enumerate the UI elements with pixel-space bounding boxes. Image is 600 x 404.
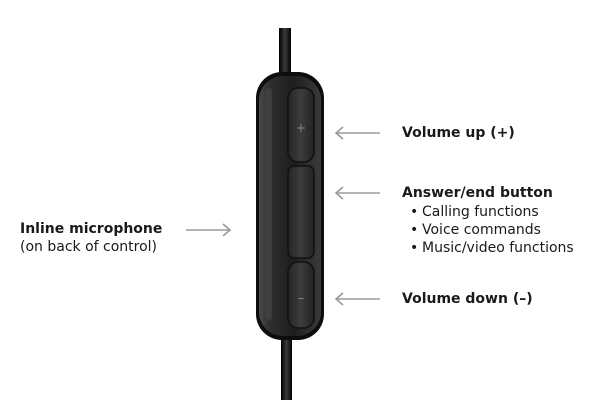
arrow-volume-down-icon [334,292,380,306]
arrow-microphone-icon [186,223,232,237]
answer-end-button[interactable] [287,165,315,259]
minus-icon: – [298,291,304,305]
plus-icon: + [296,121,306,135]
volume-down-label: Volume down (–) [402,291,533,307]
feature-item: Voice commands [410,221,574,239]
button-strip: + – [287,87,315,329]
feature-item: Music/video functions [410,239,574,257]
cable-bottom [281,330,292,400]
answer-end-label: Answer/end button [402,185,553,201]
arrow-volume-up-icon [334,126,380,140]
volume-up-label: Volume up (+) [402,125,515,141]
feature-item: Calling functions [410,203,574,221]
volume-down-button[interactable] [287,261,315,329]
microphone-label: Inline microphone [20,221,163,237]
volume-up-button[interactable] [287,87,315,163]
microphone-sublabel: (on back of control) [20,239,158,255]
arrow-answer-end-icon [334,186,380,200]
answer-end-feature-list: Calling functions Voice commands Music/v… [410,203,574,257]
cable-top [279,28,291,80]
